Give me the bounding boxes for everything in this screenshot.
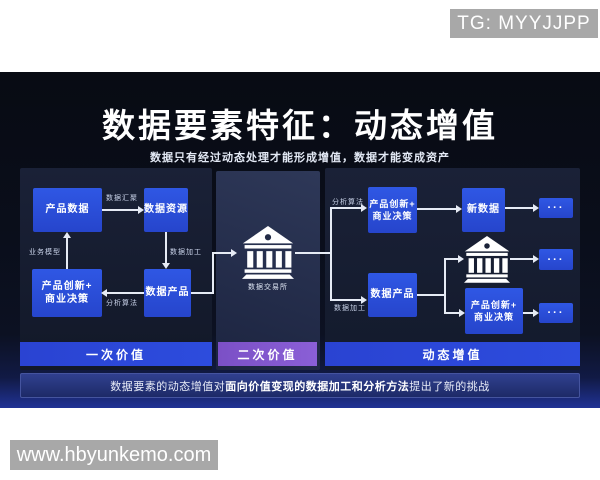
arrowhead <box>231 249 237 257</box>
banner-text-prefix: 数据要素的动态增值对 <box>110 380 226 393</box>
box-data-resource: 数据资源 <box>144 188 188 232</box>
connector-line <box>212 252 214 293</box>
arrowhead <box>101 289 107 297</box>
connector-line <box>417 208 457 210</box>
banner-text-suffix: 提出了新的挑战 <box>409 380 490 393</box>
connector-line <box>106 292 144 294</box>
connector-line <box>417 294 446 296</box>
arrowhead <box>361 204 367 212</box>
box-data-product-right: 数据产品 <box>368 273 417 317</box>
label-analysis-left: 分析算法 <box>106 300 138 307</box>
arrowhead <box>162 263 170 269</box>
arrowhead <box>361 296 367 304</box>
label-business-model: 业务模型 <box>29 249 61 256</box>
connector-line <box>102 209 139 211</box>
connector-line <box>510 258 534 260</box>
page-subtitle: 数据只有经过动态处理才能形成增值，数据才能变成资产 <box>150 152 450 164</box>
connector-line <box>66 237 68 269</box>
arrowhead <box>533 255 539 263</box>
conclusion-banner: 数据要素的动态增值对面向价值变现的数据加工和分析方法提出了新的挑战 <box>20 373 580 398</box>
box-innovation-decision-top: 产品创新+ 商业决策 <box>368 187 417 233</box>
bar-primary-value: 一次价值 <box>20 342 212 366</box>
label-data-processing-right: 数据加工 <box>334 305 366 312</box>
box-innovation-decision-bottom: 产品创新+ 商业决策 <box>465 288 523 334</box>
arrowhead <box>456 205 462 213</box>
box-product-data: 产品数据 <box>33 188 102 232</box>
bank-icon <box>464 236 510 283</box>
connector-line <box>444 258 459 260</box>
slide-canvas: 数据要素特征：动态增值 数据只有经过动态处理才能形成增值，数据才能变成资产 产品… <box>0 72 600 408</box>
connector-line <box>505 207 534 209</box>
bank-icon <box>242 226 294 279</box>
bar-dynamic-value: 动态增值 <box>325 342 580 366</box>
connector-line <box>523 312 534 314</box>
arrowhead <box>533 309 539 317</box>
arrowhead <box>138 206 144 214</box>
connector-line <box>295 252 331 254</box>
ellipsis-box-top: ··· <box>539 198 573 218</box>
connector-line <box>444 259 446 314</box>
ellipsis-box-bottom: ··· <box>539 303 573 323</box>
watermark-telegram-badge: TG: MYYJJPP <box>450 9 598 38</box>
connector-line <box>330 208 332 301</box>
label-analysis-right: 分析算法 <box>332 199 364 206</box>
arrowhead <box>533 204 539 212</box>
bar-secondary-value: 二次价值 <box>218 342 317 366</box>
connector-line <box>330 299 362 301</box>
panel-dynamic-value <box>325 168 580 370</box>
connector-line <box>444 312 460 314</box>
box-data-product-left: 数据产品 <box>144 269 191 317</box>
banner-text-bold: 面向价值变现的数据加工和分析方法 <box>225 380 410 393</box>
label-data-exchange: 数据交易所 <box>248 284 288 291</box>
connector-line <box>330 207 362 209</box>
watermark-website-badge: www.hbyunkemo.com <box>10 440 218 470</box>
label-data-aggregation: 数据汇聚 <box>106 195 138 202</box>
box-new-data: 新数据 <box>462 188 505 232</box>
arrowhead <box>63 232 71 238</box>
label-data-processing-left: 数据加工 <box>170 249 202 256</box>
page-title: 数据要素特征：动态增值 <box>102 107 498 144</box>
arrowhead <box>459 309 465 317</box>
arrowhead <box>458 255 464 263</box>
connector-line <box>212 252 232 254</box>
connector-line <box>191 292 214 294</box>
ellipsis-box-middle: ··· <box>539 249 573 270</box>
connector-line <box>165 232 167 264</box>
box-innovation-decision-left: 产品创新+ 商业决策 <box>32 269 102 317</box>
